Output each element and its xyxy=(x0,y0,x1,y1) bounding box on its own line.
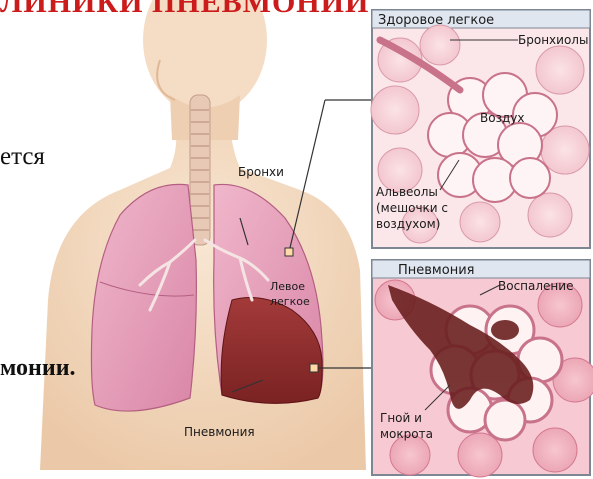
label-inflammation: Воспаление xyxy=(498,279,573,293)
pneumonia-panel-title: Пневмония xyxy=(398,263,474,278)
pneumonia-marker xyxy=(310,364,318,372)
label-bronchioles: Бронхиолы xyxy=(518,33,588,47)
label-alveoli-2: (мешочки с xyxy=(376,201,448,215)
healthy-marker xyxy=(285,248,293,256)
slide-text-fragment-2: монии. xyxy=(0,355,76,382)
label-pneumonia-main: Пневмония xyxy=(184,425,255,439)
label-left-lung-2: легкое xyxy=(270,295,310,308)
label-air: Воздух xyxy=(480,111,524,125)
healthy-lung-panel: Здоровое легкое Бронхиолы Воздух Альвеол… xyxy=(371,10,590,248)
label-left-lung-1: Левое xyxy=(270,280,305,293)
slide-text-fragment-1: ется xyxy=(0,143,45,171)
label-pus-1: Гной и xyxy=(380,411,422,425)
slide-heading: ЛИНИКИ ПНЕВМОНИИ xyxy=(0,0,369,20)
label-alveoli-1: Альвеолы xyxy=(376,185,438,199)
label-pus-2: мокрота xyxy=(380,427,433,441)
trachea xyxy=(190,95,210,245)
pneumonia-panel: Пневмония Воспаление Гной и мокрота xyxy=(372,260,593,477)
label-alveoli-3: воздухом) xyxy=(376,217,440,231)
label-bronchi: Бронхи xyxy=(238,165,284,179)
